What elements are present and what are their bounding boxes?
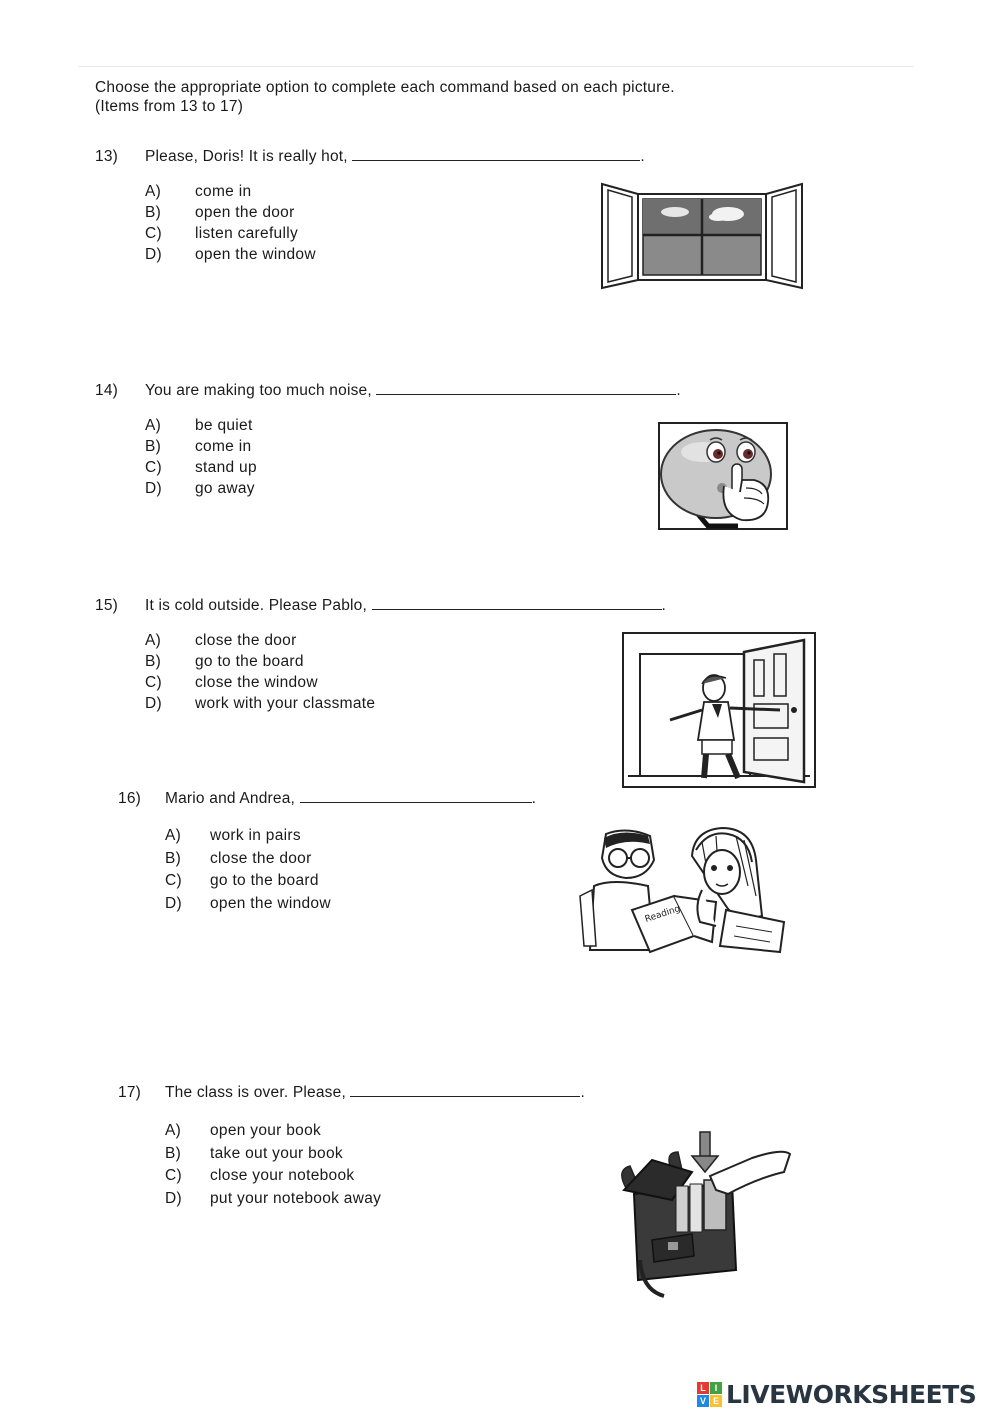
option-a[interactable]: A)close the door (145, 632, 297, 649)
option-a[interactable]: A)come in (145, 183, 252, 200)
answer-blank[interactable] (371, 597, 662, 610)
option-b[interactable]: B)open the door (145, 204, 295, 221)
answer-blank[interactable] (350, 1084, 581, 1097)
option-d[interactable]: D)put your notebook away (165, 1189, 382, 1207)
question-number: 14) (95, 382, 119, 399)
answer-blank[interactable] (376, 382, 677, 395)
option-d[interactable]: D)open the window (145, 246, 316, 263)
logo-badge-icon: L I V E (697, 1381, 722, 1407)
option-a[interactable]: A)work in pairs (165, 827, 301, 844)
instructions-line-1: Choose the appropriate option to complet… (95, 79, 675, 96)
logo-badge-letter: V (697, 1394, 709, 1407)
question-15: 15)It is cold outside. Please Pablo, . (95, 597, 667, 614)
question-stem: The class is over. Please, (165, 1084, 346, 1101)
options-13: A)come in B)open the door C)listen caref… (145, 183, 316, 267)
question-stem: Please, Doris! It is really hot, (145, 148, 348, 165)
option-b[interactable]: B)come in (145, 438, 252, 455)
option-c[interactable]: C)listen carefully (145, 225, 299, 242)
instructions: Choose the appropriate option to complet… (95, 78, 675, 116)
option-c[interactable]: C)close your notebook (165, 1167, 355, 1184)
top-divider (78, 66, 914, 67)
logo-text: LIVEWORKSHEETS (726, 1379, 977, 1409)
option-c[interactable]: C)stand up (145, 459, 257, 476)
logo-badge-letter: L (697, 1381, 709, 1394)
option-b[interactable]: B)take out your book (165, 1144, 343, 1162)
option-a[interactable]: A)be quiet (145, 417, 253, 434)
option-d[interactable]: D)open the window (165, 894, 331, 912)
option-a[interactable]: A)open your book (165, 1122, 322, 1139)
students-reading-illustration: Reading (579, 826, 786, 954)
option-d[interactable]: D)go away (145, 480, 255, 497)
option-d[interactable]: D)work with your classmate (145, 695, 376, 712)
options-15: A)close the door B)go to the board C)clo… (145, 632, 375, 716)
question-stem: Mario and Andrea, (165, 790, 296, 807)
answer-blank[interactable] (352, 148, 641, 161)
option-b[interactable]: B)close the door (165, 849, 312, 867)
logo-badge-letter: E (710, 1394, 722, 1407)
open-window-illustration (601, 182, 803, 290)
boy-at-door-illustration (622, 632, 816, 788)
question-13: 13)Please, Doris! It is really hot, . (95, 148, 645, 165)
option-b[interactable]: B)go to the board (145, 653, 304, 670)
question-number: 16) (118, 790, 142, 807)
question-number: 15) (95, 597, 119, 614)
logo-badge-letter: I (710, 1381, 722, 1394)
question-14: 14)You are making too much noise, . (95, 382, 681, 399)
question-16: 16)Mario and Andrea, . (118, 790, 537, 807)
option-c[interactable]: C)go to the board (165, 872, 319, 889)
quiet-emoji-illustration (658, 422, 788, 530)
answer-blank[interactable] (299, 790, 532, 803)
question-stem: It is cold outside. Please Pablo, (145, 597, 368, 614)
options-14: A)be quiet B)come in C)stand up D)go awa… (145, 417, 257, 501)
instructions-line-2: (Items from 13 to 17) (95, 98, 244, 115)
options-17: A)open your book B)take out your book C)… (165, 1122, 381, 1212)
question-number: 13) (95, 148, 119, 165)
question-number: 17) (118, 1084, 142, 1101)
bag-and-notebook-illustration (621, 1131, 792, 1298)
question-stem: You are making too much noise, (145, 382, 372, 399)
option-c[interactable]: C)close the window (145, 674, 318, 691)
options-16: A)work in pairs B)close the door C)go to… (165, 827, 331, 917)
question-17: 17)The class is over. Please, . (118, 1084, 585, 1101)
liveworksheets-logo: L I V E LIVEWORKSHEETS (697, 1378, 977, 1410)
